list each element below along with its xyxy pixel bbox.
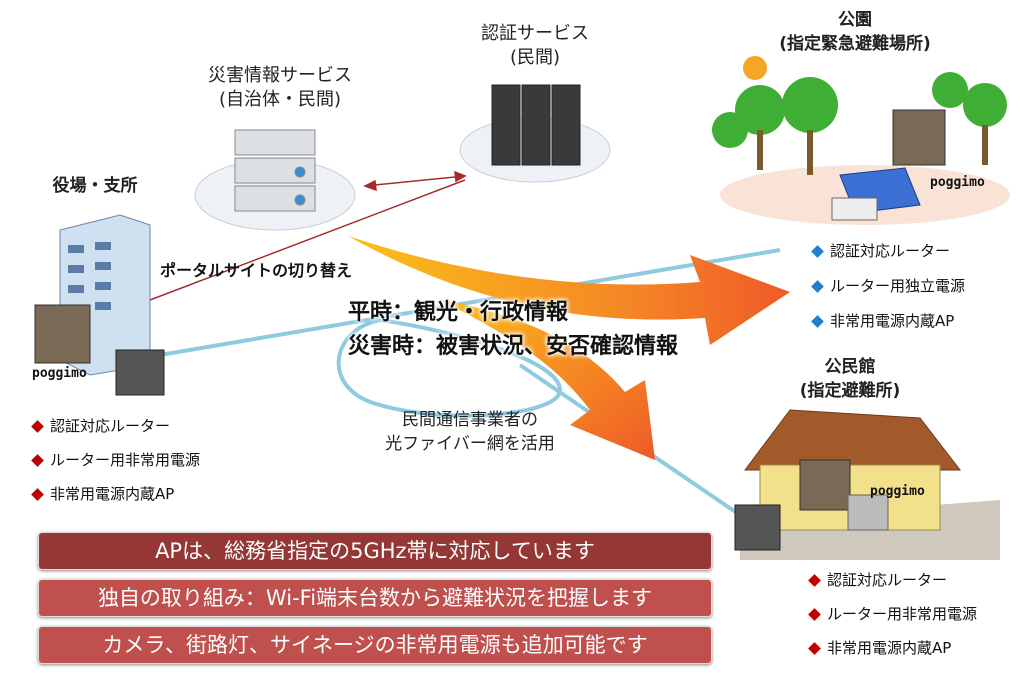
town-hall-building bbox=[34, 214, 165, 396]
park-label: 公園 (指定緊急避難場所) bbox=[760, 8, 950, 56]
list-item: 非常用電源内蔵AP bbox=[808, 638, 952, 658]
banner-wifi-count: 独自の取り組み：Wi-Fi端末台数から避難状況を把握します bbox=[38, 579, 712, 617]
banner-5ghz: APは、総務省指定の5GHz帯に対応しています bbox=[38, 532, 712, 570]
bullet-text: 認証対応ルーター bbox=[830, 242, 951, 260]
info-disaster: 災害時：被害状況、安否確認情報 bbox=[348, 334, 679, 359]
list-item: 認証対応ルーター bbox=[31, 416, 171, 436]
hall-illustration bbox=[734, 409, 1000, 560]
info-normal: 平時：観光・行政情報 bbox=[348, 300, 569, 325]
disaster-server bbox=[234, 129, 316, 212]
list-item: 非常用電源内蔵AP bbox=[811, 311, 955, 331]
town-hall-title: 役場・支所 bbox=[52, 176, 138, 196]
park-illustration bbox=[712, 56, 1010, 225]
portal-lines bbox=[149, 170, 467, 301]
auth-server-rack bbox=[491, 84, 581, 166]
fiber-line2: 光ファイバー網を活用 bbox=[385, 434, 555, 454]
list-item: ルーター用非常用電源 bbox=[31, 450, 201, 470]
banner-power: カメラ、街路灯、サイネージの非常用電源も追加可能です bbox=[38, 626, 712, 664]
park-subtitle: (指定緊急避難場所) bbox=[779, 34, 931, 54]
bullet-text: 非常用電源内蔵AP bbox=[830, 312, 955, 330]
hall-subtitle: (指定避難所) bbox=[799, 381, 901, 401]
diamond-bullet-icon bbox=[808, 641, 821, 655]
bullet-text: 認証対応ルーター bbox=[827, 571, 948, 589]
fiber-line1: 民間通信事業者の bbox=[402, 410, 538, 430]
list-item: 認証対応ルーター bbox=[808, 570, 948, 590]
diamond-bullet-icon bbox=[808, 607, 821, 621]
park-title: 公園 bbox=[838, 10, 872, 30]
list-item: ルーター用独立電源 bbox=[811, 276, 966, 296]
park-brand: poggimo bbox=[930, 175, 985, 190]
bullet-text: ルーター用独立電源 bbox=[830, 277, 966, 295]
hall-label: 公民館 (指定避難所) bbox=[770, 355, 930, 403]
bullet-text: 非常用電源内蔵AP bbox=[827, 639, 952, 657]
hall-title: 公民館 bbox=[824, 357, 876, 377]
diamond-bullet-icon bbox=[31, 487, 44, 501]
disaster-service-subtitle: (自治体・民間) bbox=[218, 89, 342, 110]
bullet-text: 非常用電源内蔵AP bbox=[50, 485, 175, 503]
town-hall-brand: poggimo bbox=[32, 366, 87, 381]
disaster-service-label: 災害情報サービス (自治体・民間) bbox=[190, 64, 370, 112]
diamond-bullet-icon bbox=[811, 314, 824, 328]
bullet-text: ルーター用非常用電源 bbox=[827, 605, 978, 623]
hall-brand: poggimo bbox=[870, 484, 925, 499]
auth-service-title: 認証サービス bbox=[481, 23, 589, 44]
disaster-service-title: 災害情報サービス bbox=[208, 65, 352, 86]
bullet-text: ルーター用非常用電源 bbox=[50, 451, 201, 469]
diamond-bullet-icon bbox=[31, 419, 44, 433]
fiber-label: 民間通信事業者の 光ファイバー網を活用 bbox=[370, 408, 570, 456]
list-item: 非常用電源内蔵AP bbox=[31, 484, 175, 504]
diamond-bullet-icon bbox=[811, 279, 824, 293]
diamond-bullet-icon bbox=[31, 453, 44, 467]
list-item: 認証対応ルーター bbox=[811, 241, 951, 261]
info-arrow-hall bbox=[440, 300, 655, 460]
portal-switch-label: ポータルサイトの切り替え bbox=[160, 261, 353, 280]
bullet-text: 認証対応ルーター bbox=[50, 417, 171, 435]
diamond-bullet-icon bbox=[808, 573, 821, 587]
diamond-bullet-icon bbox=[811, 244, 824, 258]
list-item: ルーター用非常用電源 bbox=[808, 604, 978, 624]
auth-service-subtitle: (民間) bbox=[509, 47, 561, 68]
info-arrow-park bbox=[348, 236, 790, 345]
auth-service-label: 認証サービス (民間) bbox=[470, 22, 600, 70]
